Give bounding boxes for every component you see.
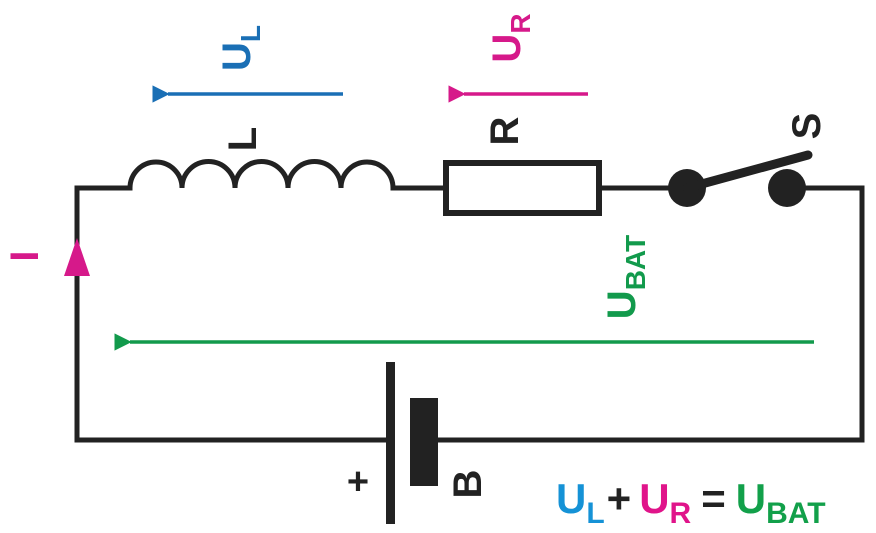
- inductor-label: L: [221, 127, 265, 151]
- open-switch-icon: [668, 150, 813, 207]
- battery-voltage-symbol: U: [600, 290, 644, 319]
- resistor-voltage-label: UR: [485, 13, 536, 62]
- resistor-label: R: [483, 116, 527, 145]
- switch-label: S: [785, 113, 829, 140]
- equation-u-resistor: U: [639, 475, 669, 522]
- equation-sub-resistor: R: [670, 497, 692, 530]
- resistor-icon: [443, 160, 602, 216]
- equation-u-inductor: U: [556, 475, 586, 522]
- equation-u-battery: U: [736, 475, 766, 522]
- equation-plus: +: [607, 475, 632, 522]
- battery-voltage-label: UBAT: [600, 235, 651, 319]
- inductor-voltage-symbol: U: [215, 42, 259, 71]
- wire-left-top: [74, 185, 133, 443]
- inductor-voltage-subscript: L: [235, 25, 266, 42]
- equation-sub-battery: BAT: [766, 497, 825, 530]
- battery-label: B: [446, 470, 490, 499]
- current-arrow: [64, 238, 90, 276]
- inductor-voltage-label: UL: [215, 25, 266, 71]
- resistor-voltage-subscript: R: [505, 13, 536, 33]
- battery-icon: [386, 362, 438, 524]
- battery-voltage-subscript: BAT: [620, 235, 651, 290]
- equation-equals: =: [701, 475, 726, 522]
- resistor-voltage-symbol: U: [485, 34, 529, 63]
- coil-icon: [127, 159, 396, 189]
- current-label: I: [3, 250, 47, 261]
- wire-switch-right: [433, 185, 865, 443]
- circuit-wires: [74, 185, 865, 443]
- voltage-equation: UL+UR=UBAT: [556, 475, 826, 530]
- battery-plus-label: +: [347, 461, 369, 503]
- equation-sub-inductor: L: [586, 497, 604, 530]
